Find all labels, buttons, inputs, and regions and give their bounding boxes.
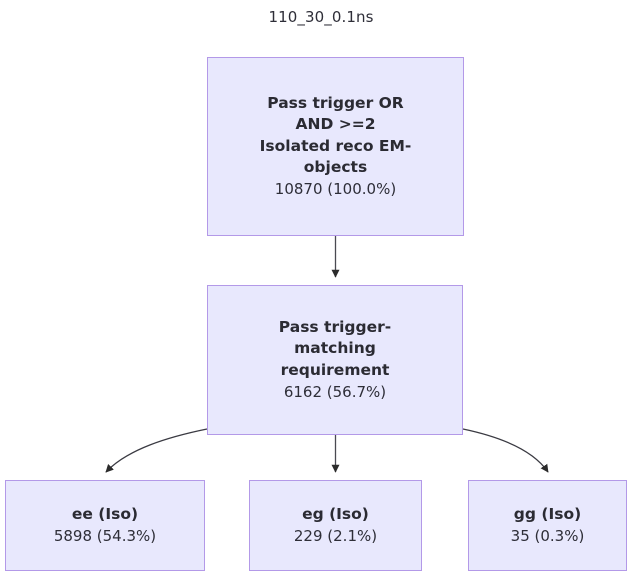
node-label: gg (Iso) (513, 504, 582, 523)
node-pass-trigger-or[interactable]: Pass trigger OR AND >=2 Isolated reco EM… (207, 57, 464, 236)
node-count: 5898 (54.3%) (53, 527, 157, 546)
node-label: eg (Iso) (302, 504, 369, 523)
node-eg-iso[interactable]: eg (Iso) 229 (2.1%) (249, 480, 422, 571)
diagram-title: 110_30_0.1ns (268, 8, 374, 26)
node-label: ee (Iso) (71, 504, 139, 523)
node-ee-iso[interactable]: ee (Iso) 5898 (54.3%) (5, 480, 205, 571)
node-count: 10870 (100.0%) (274, 180, 397, 199)
edge-match-to-ee (105, 428, 208, 473)
edge-match-to-gg (462, 428, 549, 473)
node-count: 229 (2.1%) (293, 527, 378, 546)
node-count: 6162 (56.7%) (283, 383, 387, 402)
node-pass-trigger-matching[interactable]: Pass trigger- matching requirement 6162 … (207, 285, 463, 435)
node-label: Pass trigger OR AND >=2 Isolated reco EM… (259, 93, 412, 177)
node-gg-iso[interactable]: gg (Iso) 35 (0.3%) (468, 480, 627, 571)
node-count: 35 (0.3%) (510, 527, 585, 546)
node-label: Pass trigger- matching requirement (278, 318, 392, 379)
